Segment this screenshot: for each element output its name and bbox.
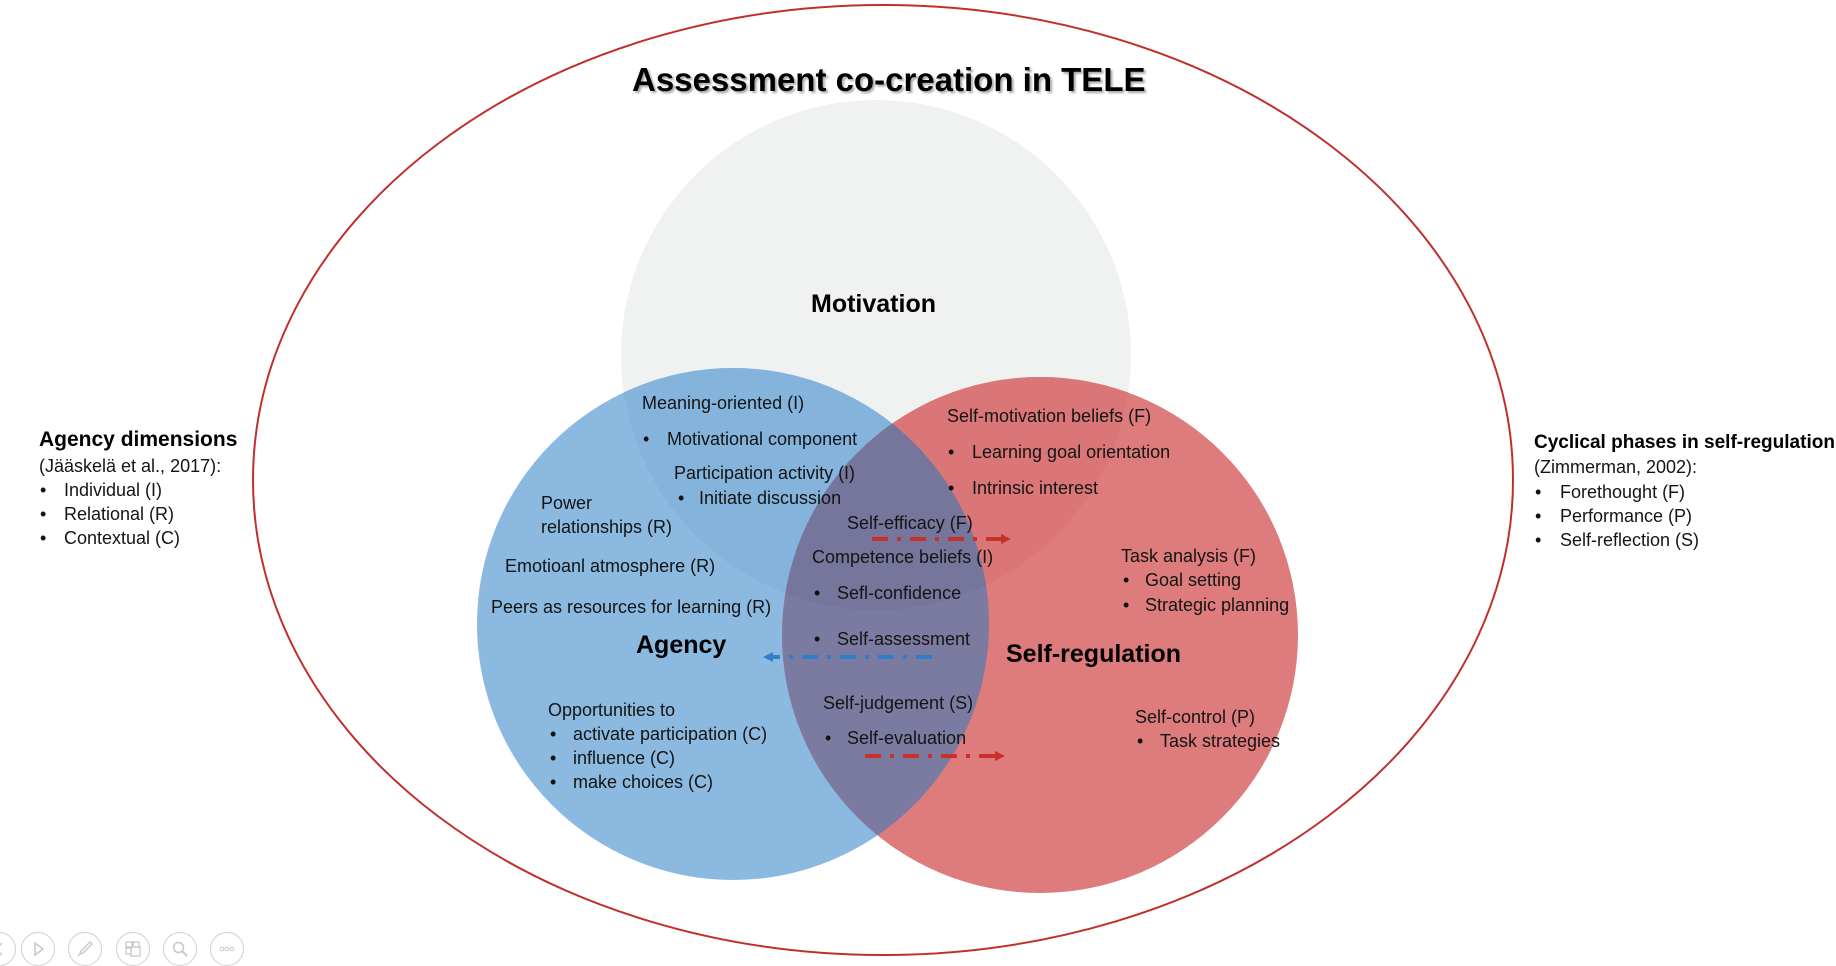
bullet: • — [678, 488, 685, 508]
bullet: • — [1123, 570, 1130, 590]
list-item: Performance (P) — [1560, 506, 1693, 526]
slides-grid-icon — [125, 941, 141, 957]
bullet: • — [1123, 595, 1130, 615]
intrinsic-interest-item: Intrinsic interest — [972, 478, 1099, 498]
self-confidence-item: Sefl-confidence — [837, 583, 962, 603]
self-regulation-phases-heading: Cyclical phases in self-regulation — [1534, 432, 1835, 453]
self-control-label: Self-control (P) — [1135, 707, 1256, 727]
self-assessment-item: Self-assessment — [837, 629, 971, 649]
diagram-title: Assessment co-creation in TELE — [632, 61, 1146, 98]
task-strategies-item: Task strategies — [1160, 731, 1281, 751]
self-judgement-label: Self-judgement (S) — [823, 693, 974, 713]
initiate-discussion-item: Initiate discussion — [699, 488, 842, 508]
self-regulation-label: Self-regulation — [1006, 640, 1182, 668]
bullet: • — [1137, 731, 1144, 751]
chevron-left-icon — [0, 942, 3, 956]
self-regulation-phases-citation: (Zimmerman, 2002): — [1534, 457, 1698, 477]
list-item: Individual (I) — [64, 480, 163, 500]
agency-motivation-overlap — [621, 368, 989, 610]
bullet: • — [643, 429, 650, 449]
magnifier-icon — [172, 941, 188, 957]
bullet: • — [1535, 506, 1542, 526]
bullet: • — [40, 480, 47, 500]
goal-setting-item: Goal setting — [1145, 570, 1242, 590]
bullet: • — [1535, 482, 1542, 502]
bullet: • — [948, 478, 955, 498]
self-efficacy-label: Self-efficacy (F) — [847, 513, 973, 533]
list-item: Self-reflection (S) — [1560, 530, 1700, 550]
opportunity-item: make choices (C) — [573, 772, 714, 792]
meaning-oriented-label: Meaning-oriented (I) — [642, 393, 805, 413]
list-item: Relational (R) — [64, 504, 175, 524]
bullet: • — [1535, 530, 1542, 550]
motivation-label: Motivation — [811, 290, 936, 318]
motivational-component-item: Motivational component — [667, 429, 858, 449]
power-relationships-line1: Power — [541, 493, 593, 513]
peers-as-resources-label: Peers as resources for learning (R) — [491, 597, 772, 617]
list-item: Forethought (F) — [1560, 482, 1686, 502]
opportunity-item: activate participation (C) — [573, 724, 768, 744]
participation-activity-label: Participation activity (I) — [674, 463, 856, 483]
play-icon — [34, 941, 45, 957]
bullet: • — [550, 772, 557, 792]
learning-goal-orientation-item: Learning goal orientation — [972, 442, 1171, 462]
self-evaluation-item: Self-evaluation — [847, 728, 967, 748]
self-motivation-beliefs-label: Self-motivation beliefs (F) — [947, 406, 1152, 426]
pen-icon — [77, 941, 93, 957]
outer-ellipse — [252, 4, 1514, 956]
bullet: • — [948, 442, 955, 462]
more-icon — [219, 946, 235, 952]
opportunity-item: influence (C) — [573, 748, 676, 768]
bullet: • — [40, 528, 47, 548]
bullet: • — [814, 629, 821, 649]
bullet: • — [814, 583, 821, 603]
agency-label: Agency — [636, 631, 727, 659]
emotional-atmosphere-label: Emotioanl atmosphere (R) — [505, 556, 716, 576]
task-analysis-label: Task analysis (F) — [1121, 546, 1257, 566]
opportunities-label: Opportunities to — [548, 700, 676, 720]
competence-beliefs-label: Competence beliefs (I) — [812, 547, 994, 567]
agency-dimensions-heading: Agency dimensions — [39, 428, 238, 451]
bullet: • — [40, 504, 47, 524]
agency-dimensions-citation: (Jääskelä et al., 2017): — [39, 456, 222, 476]
bullet: • — [550, 748, 557, 768]
strategic-planning-item: Strategic planning — [1145, 595, 1290, 615]
power-relationships-line2: relationships (R) — [541, 517, 673, 537]
list-item: Contextual (C) — [64, 528, 181, 548]
bullet: • — [825, 728, 832, 748]
selfreg-motivation-overlap — [782, 377, 1131, 610]
bullet: • — [550, 724, 557, 744]
